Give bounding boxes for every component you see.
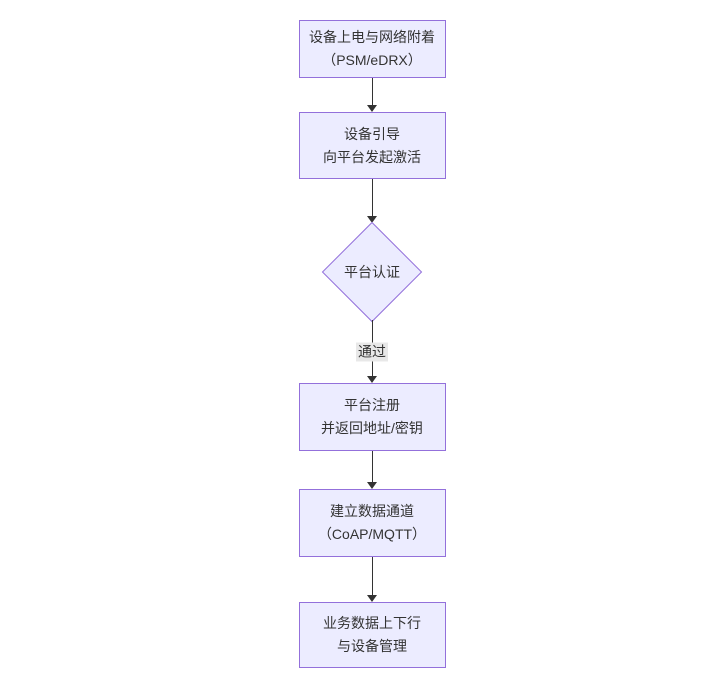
edge-line <box>371 179 373 216</box>
edge-line <box>371 451 373 482</box>
node-text-line: （PSM/eDRX） <box>322 52 422 68</box>
edge-auth-to-register: 通过 <box>297 320 447 383</box>
edge-channel-to-business <box>297 557 447 602</box>
arrow-down-icon <box>367 482 377 489</box>
node-text-line: 设备上电与网络附着 <box>309 29 435 45</box>
node-data-channel: 建立数据通道 （CoAP/MQTT） <box>298 489 446 557</box>
node-device-bootstrap: 设备引导 向平台发起激活 <box>298 112 446 179</box>
node-text-line: （CoAP/MQTT） <box>317 526 427 542</box>
node-text-line: 平台认证 <box>344 263 400 280</box>
node-text-line: 建立数据通道 <box>330 503 414 519</box>
node-text-line: 设备引导 <box>344 125 400 142</box>
node-platform-auth: 平台认证 <box>321 221 423 322</box>
edge-line <box>371 557 373 595</box>
arrow-down-icon <box>367 105 377 112</box>
node-text-line: 平台注册 <box>344 397 400 413</box>
edge-attach-to-bootstrap <box>297 78 447 112</box>
arrow-down-icon <box>367 595 377 602</box>
arrow-down-icon <box>367 216 377 223</box>
node-platform-register: 平台注册 并返回地址/密钥 <box>298 383 446 451</box>
flowchart-column: 设备上电与网络附着 （PSM/eDRX） 设备引导 向平台发起激活 平台认证 通… <box>297 20 447 668</box>
edge-bootstrap-to-auth <box>297 179 447 223</box>
edge-line <box>371 78 373 105</box>
node-text-line: 业务数据上下行 <box>323 615 421 631</box>
node-business-data: 业务数据上下行 与设备管理 <box>298 602 446 668</box>
node-text-line: 与设备管理 <box>337 638 407 654</box>
arrow-down-icon <box>367 376 377 383</box>
node-power-network-attach: 设备上电与网络附着 （PSM/eDRX） <box>298 20 446 78</box>
node-text-line: 向平台发起激活 <box>323 148 421 165</box>
edge-label-pass: 通过 <box>356 342 388 361</box>
edge-register-to-channel <box>297 451 447 489</box>
node-text-line: 并返回地址/密钥 <box>321 420 423 436</box>
